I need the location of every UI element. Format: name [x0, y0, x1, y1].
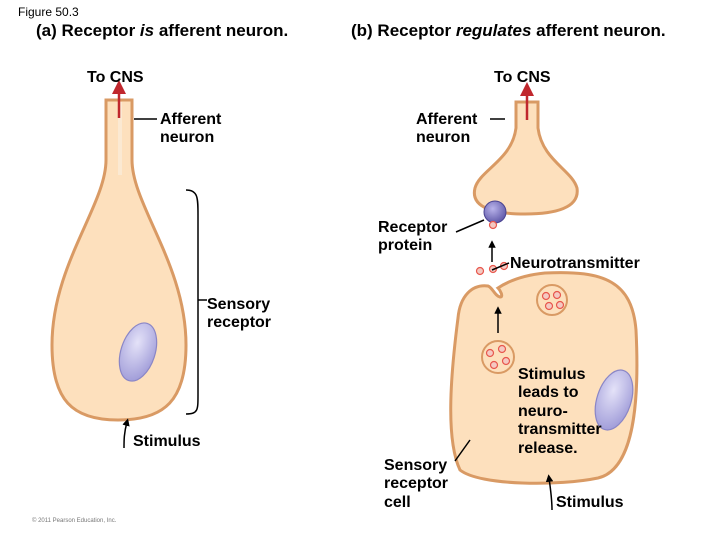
- panel-b-title-text: (b) Receptor: [351, 21, 456, 40]
- to-cns-arrowhead-a: [112, 80, 126, 94]
- panel-a-title: (a) Receptor is afferent neuron.: [36, 21, 288, 41]
- receptor-protein: [483, 200, 507, 224]
- panel-a-title-text: (a) Receptor: [36, 21, 140, 40]
- copyright-notice: © 2011 Pearson Education, Inc.: [32, 518, 117, 524]
- label-line: Receptor: [378, 219, 448, 236]
- receptor-protein-label: Receptor protein: [378, 219, 447, 256]
- nucleus-a: [118, 322, 158, 382]
- stimulus-arrow-b: [545, 474, 554, 511]
- figure-label: Figure 50.3: [18, 5, 79, 19]
- label-line: Stimulus: [518, 366, 586, 383]
- leader-neurotransmitter-b: [491, 262, 510, 271]
- bracket-a: [185, 189, 199, 415]
- vesicle-dot: [544, 301, 554, 311]
- label-line: receptor: [384, 475, 449, 493]
- vesicle-lower: [481, 340, 515, 374]
- vesicle-dot: [489, 360, 499, 370]
- panel-b-title: (b) Receptor regulates afferent neuron.: [351, 21, 666, 41]
- label-line: Sensory: [207, 296, 271, 313]
- label-line: neuron: [160, 129, 215, 147]
- panel-b-title-emphasis: regulates: [455, 21, 532, 40]
- afferent-neuron-label-b: Afferent neuron: [416, 111, 477, 148]
- bound-neurotransmitter: [488, 220, 498, 230]
- label-line: Sensory: [384, 457, 448, 474]
- stimulus-leads-label: Stimulus leads to neuro- transmitter rel…: [518, 366, 602, 458]
- label-line: cell: [384, 493, 411, 511]
- label-line: leads to: [518, 384, 579, 402]
- panel-b-title-text: afferent neuron.: [531, 21, 666, 40]
- stimulus-arrow-a: [122, 418, 130, 449]
- to-cns-arrowhead-b: [520, 82, 534, 96]
- leader-sensory-cell-b: [454, 439, 471, 462]
- afferent-neuron-label-a: Afferent neuron: [160, 111, 221, 148]
- vesicle-dot: [501, 356, 511, 366]
- vesicle-dot: [485, 348, 495, 358]
- label-line: transmitter: [518, 421, 602, 439]
- sensory-receptor-label-a: Sensory receptor: [207, 296, 271, 333]
- stimulus-label-a: Stimulus: [133, 433, 201, 450]
- vesicle-upper: [536, 284, 568, 316]
- label-line: release.: [518, 439, 578, 457]
- neurotransmitter-dot: [475, 266, 485, 276]
- vesicle-dot: [541, 291, 551, 301]
- nucleus-b: [594, 369, 634, 431]
- label-line: neuro-: [518, 402, 568, 420]
- leader-receptor-b: [455, 219, 485, 233]
- vesicle-dot: [497, 344, 507, 354]
- stimulus-label-b: Stimulus: [556, 494, 624, 511]
- label-line: receptor: [207, 314, 272, 332]
- label-line: protein: [378, 237, 433, 255]
- panel-a-title-text: afferent neuron.: [154, 21, 289, 40]
- label-line: Afferent: [160, 111, 222, 128]
- to-cns-label-a: To CNS: [87, 69, 144, 86]
- neurotransmitter-label: Neurotransmitter: [510, 255, 640, 272]
- to-cns-label-b: To CNS: [494, 69, 551, 86]
- sensory-receptor-cell-label: Sensory receptor cell: [384, 457, 448, 512]
- label-line: Afferent: [416, 111, 478, 128]
- label-line: neuron: [416, 129, 471, 147]
- vesicle-dot: [555, 300, 565, 310]
- panel-a-title-emphasis: is: [139, 21, 155, 40]
- vesicle-dot: [552, 290, 562, 300]
- afferent-neuron-terminal: [472, 100, 579, 216]
